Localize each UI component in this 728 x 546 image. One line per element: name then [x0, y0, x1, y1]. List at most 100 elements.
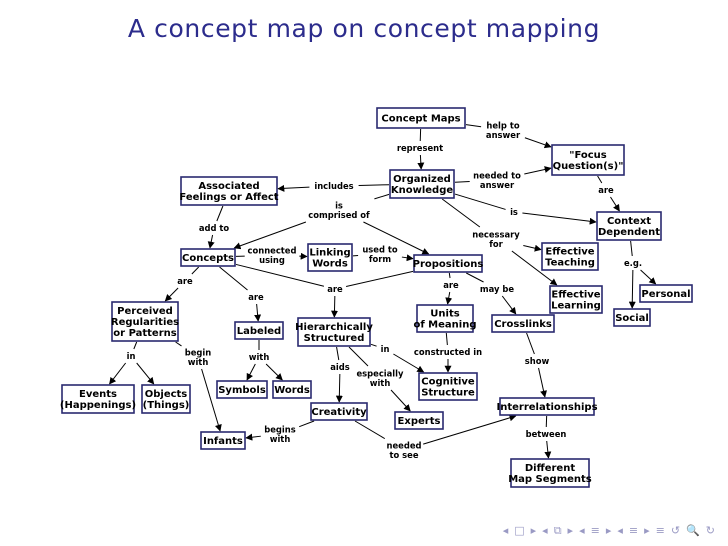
slide-navigation-bar[interactable]: ◂ □ ▸ ◂ ⧉ ▸ ◂ ≡ ▸ ◂ ≡ ▸ ≡ ↺ 🔍 ↻ [498, 524, 716, 538]
nav-symbol-icon[interactable]: ↻ [705, 524, 716, 537]
concept-label-line: Linking [309, 248, 350, 259]
linking-phrase-line: are [598, 185, 614, 195]
edge-associated-feelings-to-add-to [216, 205, 224, 222]
concept-node-labeled: Labeled [234, 321, 284, 340]
linking-phrase-line: includes [314, 181, 353, 191]
linking-phrase-are-labeled: are [248, 292, 264, 302]
linking-phrase-line: form [369, 254, 392, 264]
linking-phrase-line: aids [330, 362, 350, 372]
edge-needed-to-see-to-interrelationships [423, 414, 517, 445]
concept-node-infants: Infants [200, 431, 246, 450]
linking-phrase-line: comprised of [308, 210, 370, 220]
concept-label-line: Different [525, 463, 575, 474]
nav-symbol-icon[interactable]: ▸ [605, 524, 613, 537]
concept-box [394, 411, 444, 430]
concept-label-line: Feelings or Affect [179, 192, 278, 203]
linking-phrase-line: with [270, 434, 291, 444]
linking-phrase-show: show [525, 356, 550, 366]
concept-box [310, 402, 368, 421]
concept-label-line: Associated [198, 181, 259, 192]
linking-phrase-are-focus: are [598, 185, 614, 195]
nav-symbol-icon[interactable]: ▸ [567, 524, 575, 537]
edge-context-dependent-to-eg [630, 240, 633, 257]
linking-phrase-line: begins [264, 424, 296, 434]
linking-phrase-line: especially [356, 368, 404, 378]
edge-are-focus-to-context-dependent [610, 196, 620, 212]
edge-hierarchically-structured-to-especially-with [348, 346, 369, 367]
edge-units-of-meaning-to-constructed-in [445, 332, 448, 346]
nav-symbol-icon[interactable]: □ [514, 524, 526, 537]
linking-phrase-are-hier: are [327, 284, 343, 294]
concept-label-line: Interrelationships [496, 402, 597, 413]
concept-box [272, 380, 312, 399]
edge-needed-to-answer-to-focus-question [524, 166, 552, 175]
linking-phrase-line: in [381, 344, 390, 354]
nav-symbol-icon[interactable]: 🔍 [686, 524, 701, 537]
linking-phrase-in-perceived: in [127, 351, 136, 361]
edge-concepts-to-are-concepts [191, 266, 200, 275]
nav-symbol-icon[interactable]: ≡ [628, 524, 640, 537]
nav-symbol-icon[interactable]: ↺ [670, 524, 682, 537]
linking-phrase-line: answer [480, 180, 515, 190]
concept-label-line: Perceived [117, 306, 173, 317]
concept-label-line: Structure [421, 388, 475, 399]
concept-node-experts: Experts [394, 411, 444, 430]
concept-box [216, 380, 268, 399]
edge-necessary-for-to-effective-teaching [523, 244, 542, 252]
nav-symbol-icon[interactable]: ◂ [542, 524, 549, 537]
nav-symbol-icon[interactable]: ≡ [655, 524, 666, 537]
edge-help-to-answer-to-focus-question [524, 137, 552, 149]
edge-propositions-to-may-be [466, 272, 484, 283]
linking-phrase-in-hier: in [381, 344, 390, 354]
edge-concepts-to-are-hier [235, 263, 325, 287]
nav-symbol-icon[interactable]: ▸ [530, 524, 538, 537]
linking-phrase-line: used to [362, 244, 398, 254]
linking-phrase-line: constructed in [414, 347, 482, 357]
edge-includes-to-associated-feelings [277, 184, 310, 192]
concept-box [141, 384, 191, 414]
edge-creativity-to-needed-to-see [354, 420, 386, 440]
concept-label-line: Hierarchically [295, 322, 373, 333]
concept-label-line: of Meaning [413, 320, 476, 331]
edge-in-perceived-to-events [109, 362, 127, 385]
edge-show-to-interrelationships [538, 367, 547, 398]
nav-symbol-icon[interactable]: ⧉ [553, 524, 563, 537]
linking-phrase-represent: represent [397, 143, 443, 153]
concept-label-line: "Focus [569, 150, 607, 161]
linking-phrase-line: are [248, 292, 264, 302]
linking-phrase-line: with [188, 357, 209, 367]
linking-phrase-constructed-in: constructed in [414, 347, 482, 357]
edge-are-concepts-to-perceived-regularities [164, 287, 179, 302]
edge-especially-with-to-experts [390, 389, 411, 412]
concept-label-line: Crosslinks [494, 319, 552, 330]
concept-node-symbols: Symbols [216, 380, 268, 399]
nav-symbol-icon[interactable]: ◂ [502, 524, 510, 537]
linking-phrase-line: show [525, 356, 550, 366]
concept-node-words: Words [272, 380, 312, 399]
concept-label-line: Units [430, 309, 459, 320]
nav-symbol-icon[interactable]: ◂ [579, 524, 586, 537]
concept-box [491, 314, 555, 333]
nav-symbol-icon[interactable]: ◂ [617, 524, 624, 537]
concept-label-line: Symbols [218, 385, 266, 396]
concept-label-line: Knowledge [391, 185, 454, 196]
edge-propositions-to-are-hier [345, 270, 414, 287]
edge-in-hier-to-cognitive-structure [393, 353, 425, 373]
edge-is-comprised-of-to-propositions [363, 221, 430, 255]
edge-concept-maps-to-help-to-answer [465, 124, 482, 128]
nav-symbol-icon[interactable]: ▸ [644, 524, 651, 537]
linking-phrase-may-be: may be [480, 284, 514, 294]
nav-symbol-icon[interactable]: ≡ [590, 524, 601, 537]
concept-label-line: Social [615, 313, 649, 324]
concept-label-line: Question(s)" [553, 161, 624, 172]
concept-node-objects: Objects(Things) [141, 384, 191, 414]
edge-add-to-to-concepts [207, 234, 215, 249]
linking-phrase-line: add to [199, 223, 230, 233]
linking-phrase-line: answer [486, 130, 521, 140]
concept-label-line: Infants [203, 436, 243, 447]
